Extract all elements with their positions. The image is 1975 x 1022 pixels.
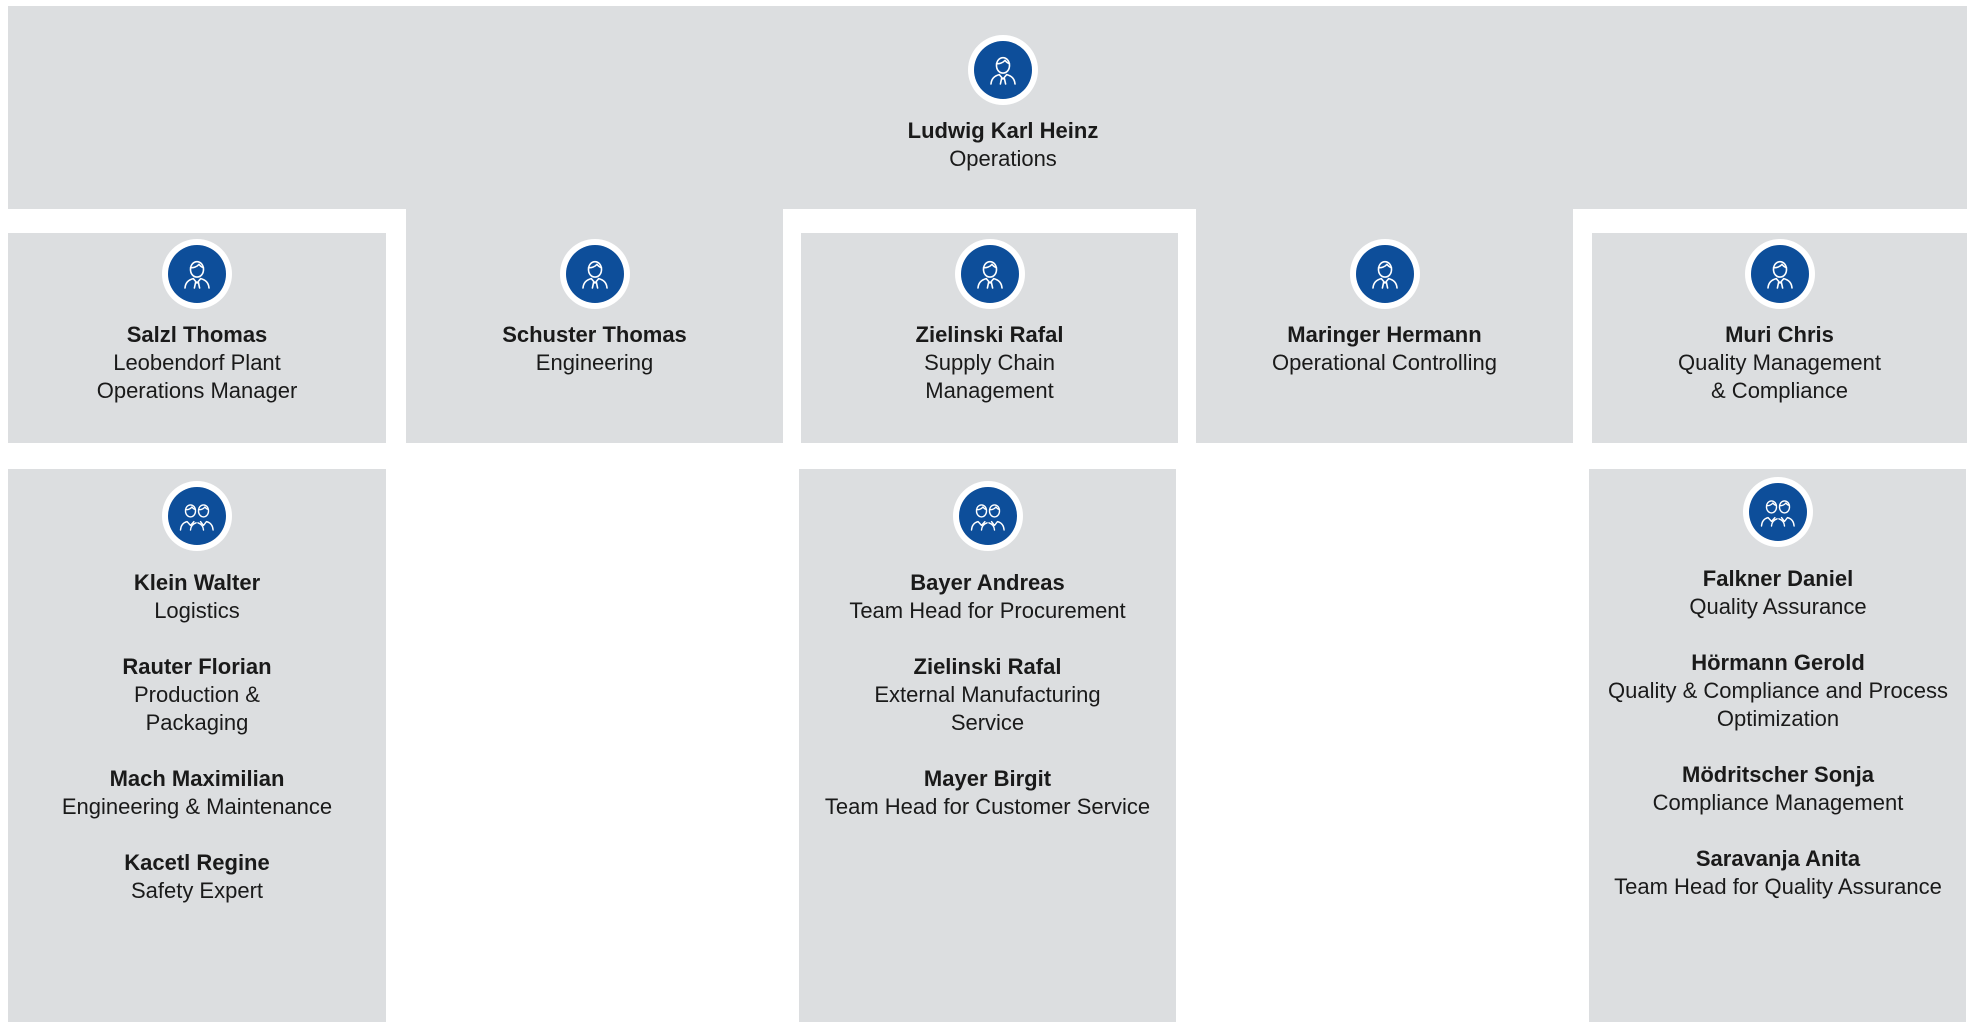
member-role: Logistics <box>154 598 240 623</box>
avatar <box>1744 239 1815 309</box>
node-role: Supply Chain Management <box>924 350 1055 403</box>
member-role: Team Head for Customer Service <box>824 794 1151 819</box>
member-role: Engineering & Maintenance <box>61 794 333 819</box>
team-panel-supply-chain <box>799 469 1176 1022</box>
member-name: Mödritscher Sonja <box>1682 762 1874 787</box>
node-name: Zielinski Rafal <box>915 322 1064 347</box>
node-name: Maringer Hermann <box>1287 322 1482 347</box>
person-icon <box>1365 254 1405 294</box>
node-role: Leobendorf Plant Operations Manager <box>96 350 298 403</box>
person-icon <box>177 254 217 294</box>
avatar <box>954 239 1025 309</box>
member-role: Compliance Management <box>1652 790 1904 815</box>
node-name: Schuster Thomas <box>502 322 687 347</box>
member-name: Rauter Florian <box>122 654 272 679</box>
node-role: Operations <box>949 146 1057 171</box>
person-icon <box>983 50 1023 90</box>
node-role: Operational Controlling <box>1271 350 1498 375</box>
member-name: Klein Walter <box>133 570 261 595</box>
node-name: Muri Chris <box>1725 322 1834 347</box>
person-icon <box>970 254 1010 294</box>
avatar <box>162 239 232 309</box>
avatar <box>1349 239 1420 309</box>
member-name: Bayer Andreas <box>910 570 1065 595</box>
node-role: Engineering <box>535 350 654 375</box>
node-name: Ludwig Karl Heinz <box>907 118 1099 143</box>
avatar <box>968 35 1038 105</box>
person-icon <box>575 254 615 294</box>
node-role: Quality Management & Compliance <box>1678 350 1881 403</box>
member-name: Falkner Daniel <box>1702 566 1854 591</box>
member-role: Team Head for Quality Assurance <box>1614 874 1942 899</box>
member-role: Safety Expert <box>130 878 264 903</box>
member-role: Production & Packaging <box>134 682 260 735</box>
avatar <box>162 481 232 551</box>
top-node: Ludwig Karl Heinz Operations <box>878 35 1128 173</box>
team-panel-logistics <box>8 469 386 1022</box>
member-name: Mayer Birgit <box>923 766 1052 791</box>
member-name: Mach Maximilian <box>109 766 285 791</box>
member-role: Quality & Compliance and Process Optimiz… <box>1608 678 1948 731</box>
avatar <box>559 239 630 309</box>
team-icon <box>177 496 217 536</box>
person-icon <box>1760 254 1800 294</box>
node-name: Salzl Thomas <box>126 322 268 347</box>
member-role: External Manufacturing Service <box>874 682 1101 735</box>
member-name: Zielinski Rafal <box>913 654 1062 679</box>
member-role: Team Head for Procurement <box>849 598 1126 623</box>
member-role: Quality Assurance <box>1689 594 1867 619</box>
member-name: Saravanja Anita <box>1695 846 1861 871</box>
member-name: Kacetl Regine <box>124 850 270 875</box>
team-icon <box>1758 492 1798 532</box>
avatar <box>1743 477 1813 547</box>
team-panel-quality <box>1589 469 1966 1022</box>
member-name: Hörmann Gerold <box>1691 650 1865 675</box>
team-icon <box>968 496 1008 536</box>
avatar <box>952 481 1023 551</box>
